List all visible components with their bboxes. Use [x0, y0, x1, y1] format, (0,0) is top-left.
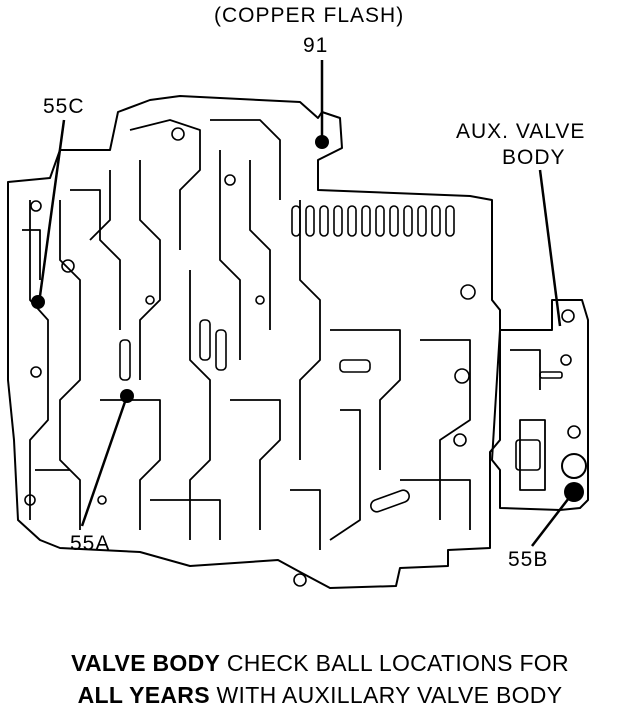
- check-ball-55c: [31, 295, 45, 309]
- check-balls: [31, 135, 587, 502]
- caption-line-1: VALVE BODY CHECK BALL LOCATIONS FOR: [0, 650, 640, 677]
- caption-line-1-bold: VALVE BODY: [71, 650, 221, 676]
- copper-flash-label: (COPPER FLASH): [214, 4, 405, 27]
- fluid-passages: [22, 119, 546, 550]
- leader-lines: [38, 60, 573, 547]
- caption-line-1-rest: CHECK BALL LOCATIONS FOR: [220, 650, 569, 676]
- check-ball-91: [315, 135, 329, 149]
- check-ball-55b-outer: [561, 453, 587, 479]
- caption-line-2-rest: WITH AUXILLARY VALVE BODY: [209, 682, 563, 708]
- ball-91-label: 91: [303, 34, 329, 57]
- caption-line-2: ALL YEARS WITH AUXILLARY VALVE BODY: [0, 682, 640, 709]
- caption-line-2-bold: ALL YEARS: [77, 682, 210, 708]
- aux-valve-label-line2: BODY: [502, 146, 566, 169]
- ball-55b-label: 55B: [508, 548, 549, 571]
- ball-55a-label: 55A: [70, 532, 111, 555]
- main-valve-body-outline: [7, 95, 501, 589]
- aux-valve-label-line1: AUX. VALVE: [456, 120, 586, 143]
- bolt-holes: [24, 127, 581, 587]
- aux-valve-body-outline: [491, 299, 589, 511]
- ball-55c-label: 55C: [43, 95, 85, 118]
- slot-row: [119, 205, 563, 513]
- check-ball-55a: [120, 389, 134, 403]
